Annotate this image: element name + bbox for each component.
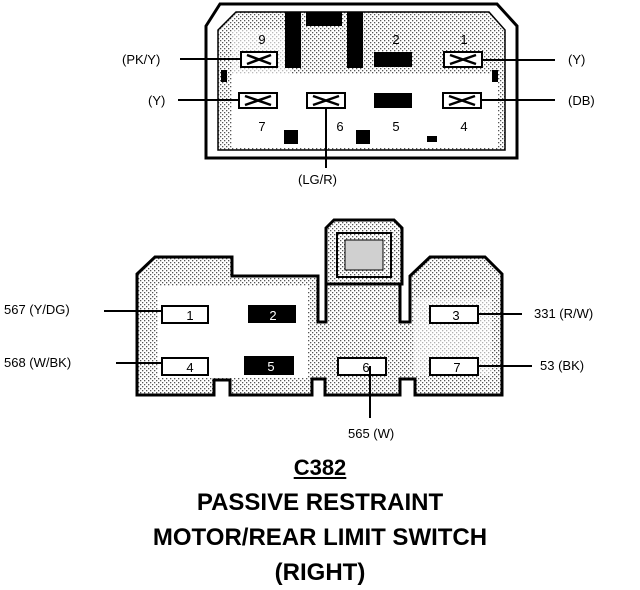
caption-line-1: PASSIVE RESTRAINT <box>196 489 444 516</box>
caption-line-3: (RIGHT) <box>274 559 366 586</box>
caption-line-2: MOTOR/REAR LIMIT SWITCH <box>152 524 488 551</box>
bottom-pin-4: 4 <box>161 357 209 376</box>
bottom-pin-6-number: 6 <box>362 360 369 375</box>
connector-id: C382 <box>293 455 347 480</box>
bottom-pin-3-number: 3 <box>452 308 459 323</box>
top-pin-2-cavity <box>374 52 412 67</box>
top-pin-5-cavity <box>374 93 412 108</box>
top-label-db: (DB) <box>568 93 595 108</box>
top-label-lg-r: (LG/R) <box>298 172 337 187</box>
bottom-pin-2: 2 <box>248 305 296 323</box>
top-latch-center <box>306 12 342 26</box>
bottom-pin-3: 3 <box>429 305 479 324</box>
bottom-pin-6: 6 <box>337 357 387 376</box>
top-pin-4-number: 4 <box>460 119 467 134</box>
top-label-y-right: (Y) <box>568 52 585 67</box>
bottom-pin-5-number: 5 <box>267 359 274 374</box>
top-pin-9-number: 9 <box>258 32 265 47</box>
bottom-pin-7-number: 7 <box>453 360 460 375</box>
top-latch-left <box>285 12 301 68</box>
top-label-y-left: (Y) <box>148 93 165 108</box>
bottom-pin-2-number: 2 <box>269 308 276 323</box>
top-connector: 9 2 1 7 6 5 4 (PK/Y) (Y) (Y) (DB) (LG/R) <box>122 2 595 187</box>
bottom-pin-4-number: 4 <box>186 360 193 375</box>
top-pin-5-number: 5 <box>392 119 399 134</box>
top-pin-6-number: 6 <box>336 119 343 134</box>
top-pin-9 <box>240 51 278 68</box>
top-pin-4 <box>442 92 482 109</box>
bottom-label-565: 565 (W) <box>348 426 394 441</box>
bottom-label-53: 53 (BK) <box>540 358 584 373</box>
bottom-label-331: 331 (R/W) <box>534 306 593 321</box>
bottom-connector: 1 2 3 4 5 6 7 56 <box>4 218 593 441</box>
top-pin-7 <box>238 92 278 109</box>
top-pin-7-number: 7 <box>258 119 265 134</box>
top-pin-1-number: 1 <box>460 32 467 47</box>
top-latch-right <box>347 12 363 68</box>
bottom-pin-1: 1 <box>161 305 209 324</box>
top-pin-6 <box>306 92 346 109</box>
top-pin-2-number: 2 <box>392 32 399 47</box>
bottom-pin-7: 7 <box>429 357 479 376</box>
top-label-pk-y: (PK/Y) <box>122 52 160 67</box>
bottom-pin-5: 5 <box>244 356 294 375</box>
top-pin-1 <box>443 51 483 68</box>
bottom-pin-1-number: 1 <box>186 308 193 323</box>
bottom-label-567: 567 (Y/DG) <box>4 302 70 317</box>
bottom-label-568: 568 (W/BK) <box>4 355 71 370</box>
